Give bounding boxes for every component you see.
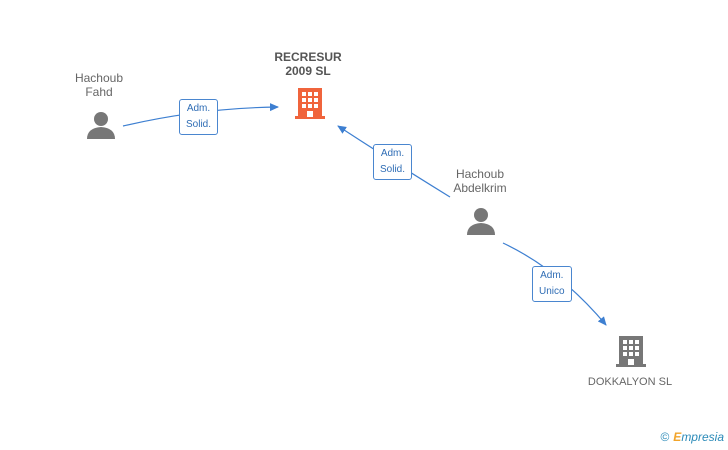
company-label-recresur[interactable]: RECRESUR 2009 SL xyxy=(274,50,342,78)
person-label-hachoub-abdelkrim[interactable]: Hachoub Abdelkrim xyxy=(453,167,507,195)
relation-label-abdelkrim-recresur[interactable]: Adm. Solid. xyxy=(373,144,413,180)
person-icon[interactable] xyxy=(466,206,496,236)
brand-initial: E xyxy=(673,430,682,444)
person-label-hachoub-fahd[interactable]: Hachoub Fahd xyxy=(74,71,124,99)
relation-label-fahd-recresur[interactable]: Adm. Solid. xyxy=(179,99,219,135)
person-icon[interactable] xyxy=(86,110,116,140)
empresia-logo[interactable]: ©Empresia xyxy=(660,430,724,444)
relation-label-abdelkrim-dokkalyon[interactable]: Adm. Unico xyxy=(532,266,572,302)
brand-name: mpresia xyxy=(681,430,724,444)
company-label-dokkalyon[interactable]: DOKKALYON SL xyxy=(587,376,673,388)
building-icon[interactable] xyxy=(615,334,647,368)
building-icon[interactable] xyxy=(294,86,326,120)
copyright-symbol: © xyxy=(660,430,670,444)
